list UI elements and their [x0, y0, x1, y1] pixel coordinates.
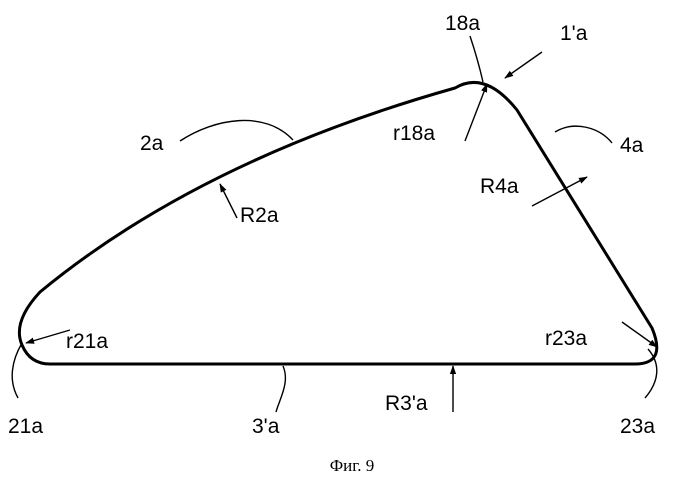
leader-2a — [180, 120, 293, 141]
label-R3a: R3'a — [385, 392, 428, 415]
leader-4a — [555, 126, 612, 143]
label-r23a: r23a — [545, 327, 587, 350]
leader-1a-arrow — [505, 52, 542, 78]
radius-arrow-r18a — [465, 84, 487, 141]
profile-outline — [19, 82, 656, 364]
label-R2a: R2a — [240, 204, 279, 227]
leader-3a — [276, 366, 285, 412]
radius-arrow-R2a — [220, 184, 237, 218]
radius-arrow-r21a — [26, 330, 70, 343]
leader-18a — [470, 36, 483, 82]
label-3a: 3'a — [252, 415, 280, 438]
label-r21a: r21a — [66, 330, 108, 353]
label-18a: 18a — [445, 12, 480, 35]
label-R4a: R4a — [480, 175, 519, 198]
label-21a: 21a — [8, 415, 43, 438]
figure-caption: Фиг. 9 — [330, 456, 375, 475]
label-2a: 2a — [140, 132, 164, 155]
label-r18a: r18a — [393, 122, 435, 145]
label-4a: 4a — [620, 134, 644, 157]
leader-21a — [12, 343, 22, 398]
label-23a: 23a — [620, 415, 655, 438]
label-1a: 1'a — [560, 22, 588, 45]
